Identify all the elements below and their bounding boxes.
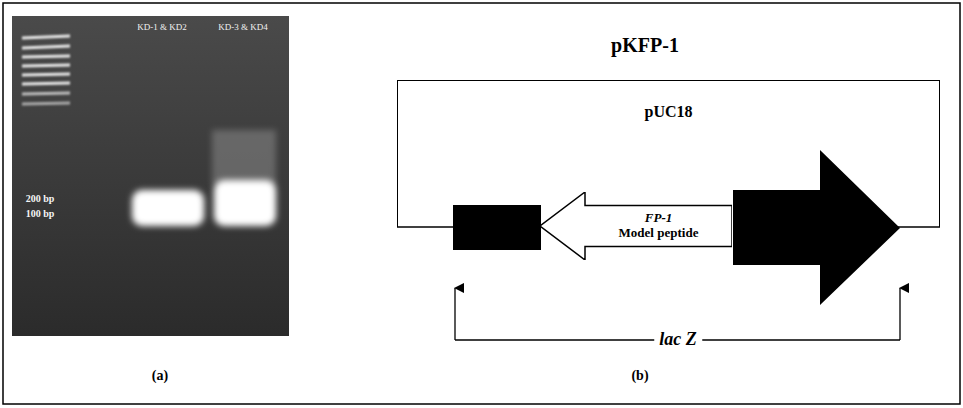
gene-label: lac Z	[654, 330, 702, 350]
outer-frame	[3, 3, 960, 404]
vector-name: pUC18	[644, 103, 692, 121]
plasmid-map	[397, 150, 940, 305]
peptide-label: Model peptide	[619, 226, 699, 241]
gel-image	[12, 16, 289, 336]
panel-label: (a)	[152, 368, 168, 383]
size-marker-label: 100 bp	[26, 208, 55, 219]
size-marker-label: 200 bp	[26, 193, 55, 204]
arrow-shape	[540, 192, 732, 260]
insert-arrow: FP-1Model peptide	[540, 192, 732, 260]
lacz-arrow	[733, 150, 900, 305]
lane-label: KD-1 & KD2	[137, 23, 187, 33]
plasmid-name: pKFP-1	[611, 34, 679, 56]
panel-label: (b)	[631, 368, 648, 383]
lane-label: KD-3 & KD4	[218, 23, 268, 33]
gene-name: FP-1	[645, 211, 672, 226]
lacz-fragment	[453, 205, 541, 250]
